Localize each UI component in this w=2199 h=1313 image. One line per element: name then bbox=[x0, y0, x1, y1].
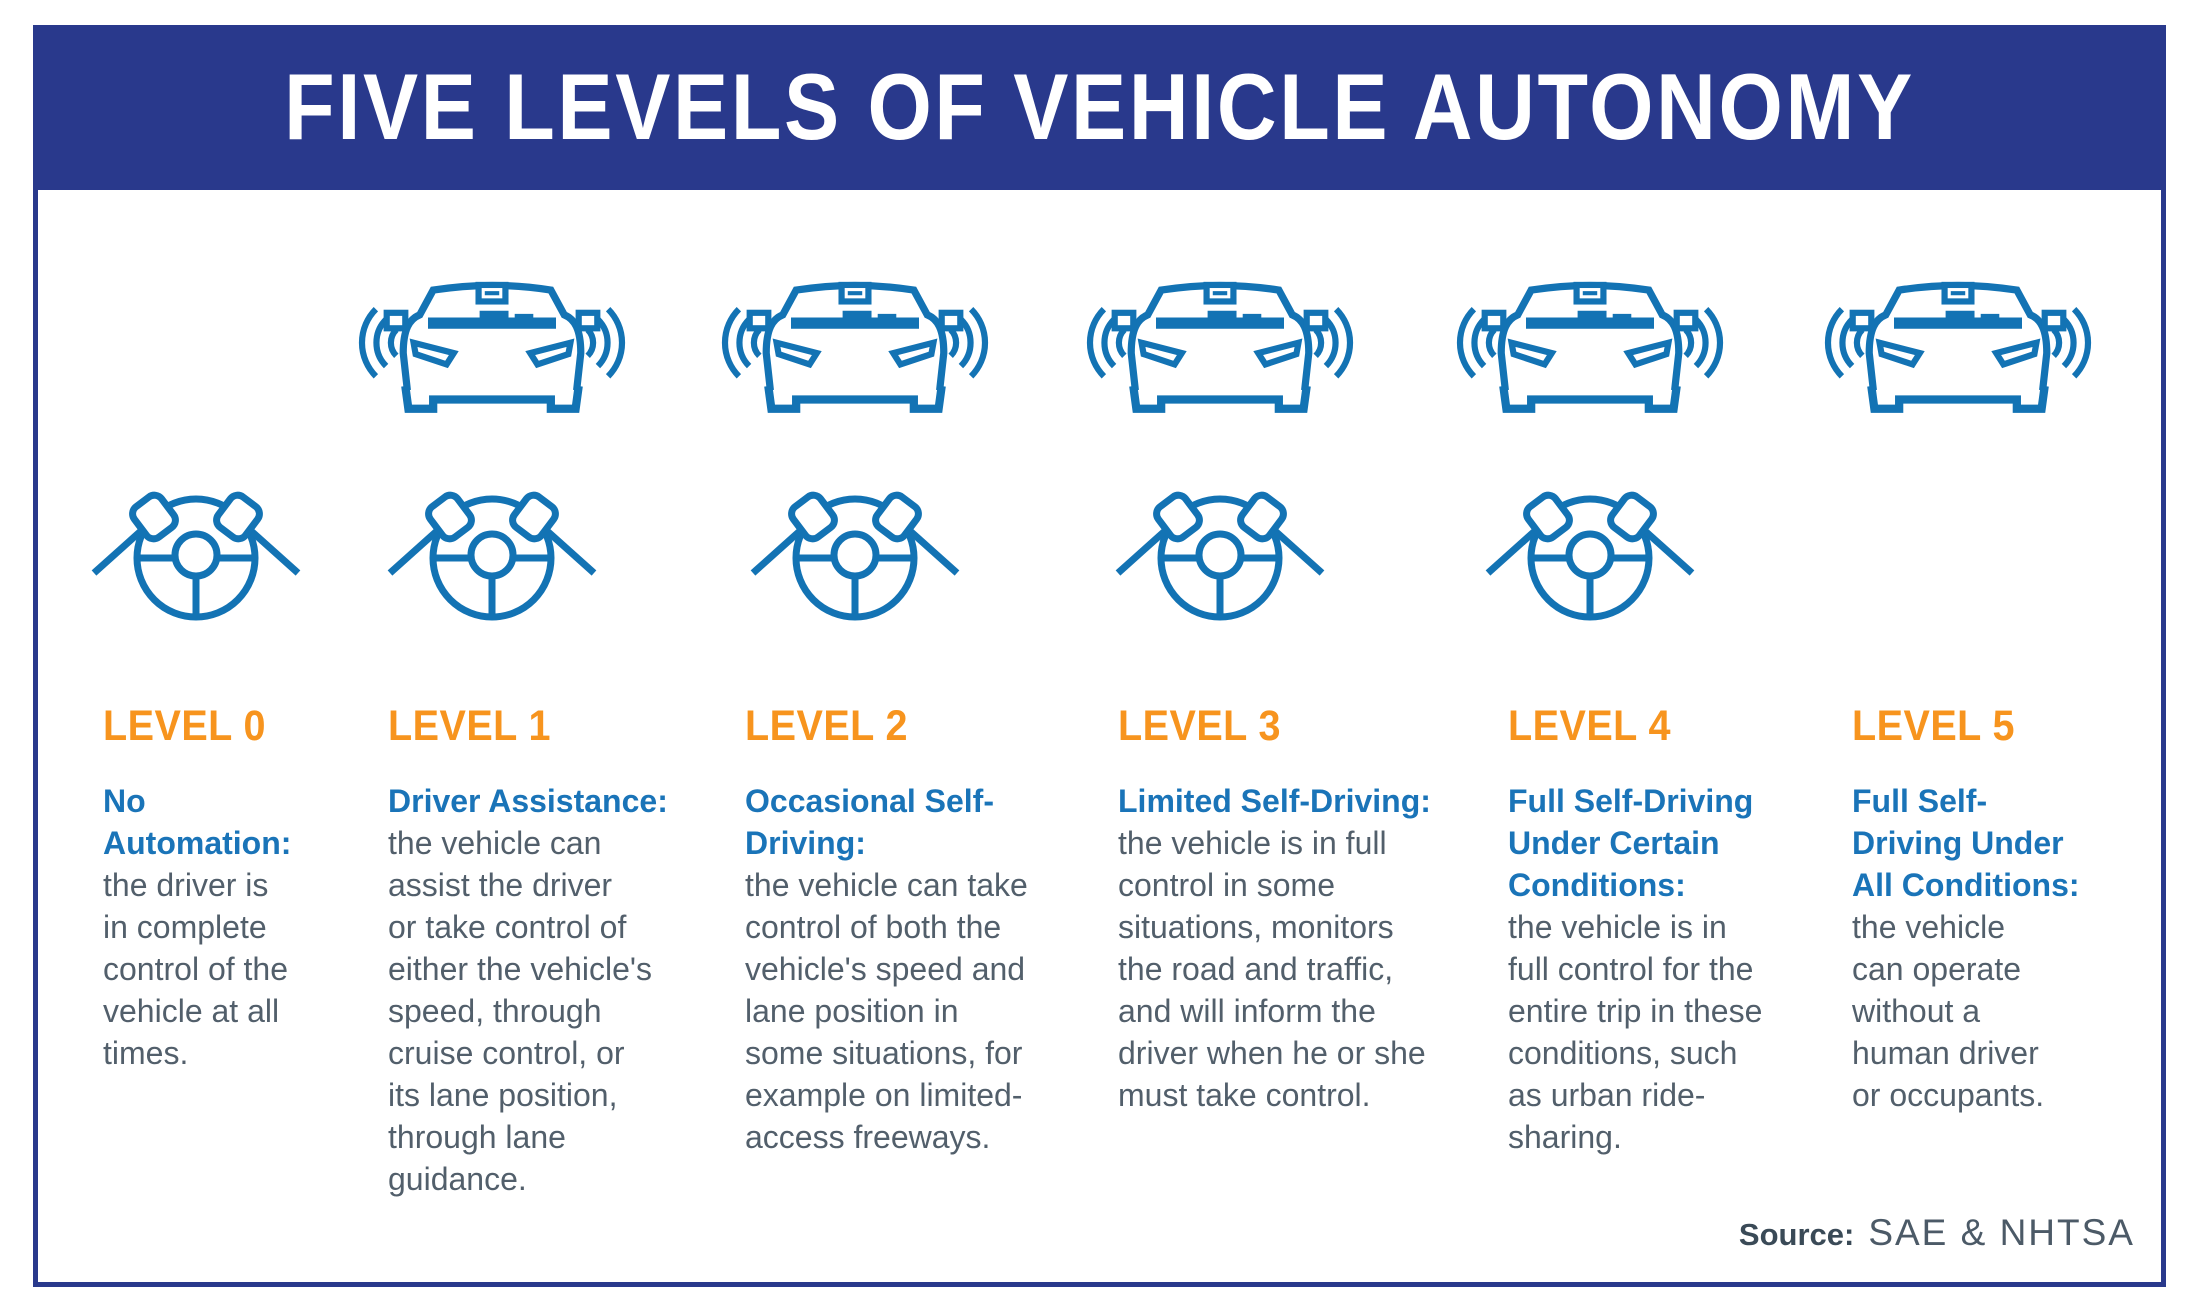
steering-wheel-hands-icon bbox=[86, 476, 306, 631]
level-title: Full Self- Driving Under All Conditions: bbox=[1852, 783, 2080, 903]
level-description: the vehicle is in full control for the e… bbox=[1508, 909, 1763, 1155]
source-note: Source: SAE & NHTSA bbox=[1739, 1212, 2135, 1254]
steering-wheel-hands-icon bbox=[1480, 476, 1700, 631]
level-column-2: LEVEL 2 Occasional Self- Driving: the ve… bbox=[745, 705, 1105, 1158]
level-title: Full Self-Driving Under Certain Conditio… bbox=[1508, 783, 1754, 903]
car-with-sensors-icon bbox=[700, 255, 1010, 415]
car-with-sensors-icon bbox=[1065, 255, 1375, 415]
level-description: the vehicle is in full control in some s… bbox=[1118, 825, 1426, 1113]
car-with-sensors-icon bbox=[1803, 255, 2113, 415]
header-banner: FIVE LEVELS OF VEHICLE AUTONOMY bbox=[38, 30, 2161, 190]
level-heading: LEVEL 3 bbox=[1118, 702, 1281, 750]
level-column-5: LEVEL 5 Full Self- Driving Under All Con… bbox=[1852, 705, 2122, 1116]
steering-wheel-hands-icon bbox=[745, 476, 965, 631]
level-description: the vehicle can take control of both the… bbox=[745, 867, 1028, 1155]
level-heading: LEVEL 2 bbox=[745, 702, 908, 750]
level-column-3: LEVEL 3 Limited Self-Driving: the vehicl… bbox=[1118, 705, 1508, 1116]
level-title: Driver Assistance: bbox=[388, 783, 668, 819]
level-heading: LEVEL 5 bbox=[1852, 702, 2015, 750]
level-heading: LEVEL 1 bbox=[388, 702, 551, 750]
steering-wheel-hands-icon bbox=[1110, 476, 1330, 631]
level-title: Occasional Self- Driving: bbox=[745, 783, 994, 861]
source-label: Source: bbox=[1738, 1217, 1855, 1252]
level-heading: LEVEL 4 bbox=[1508, 702, 1671, 750]
level-title: No Automation: bbox=[103, 783, 292, 861]
content-frame-border bbox=[33, 25, 2166, 1287]
infographic-title: FIVE LEVELS OF VEHICLE AUTONOMY bbox=[284, 54, 1915, 159]
level-description: the vehicle can operate without a human … bbox=[1852, 909, 2045, 1113]
level-column-4: LEVEL 4 Full Self-Driving Under Certain … bbox=[1508, 705, 1838, 1158]
level-description: the driver is in complete control of the… bbox=[103, 867, 288, 1071]
level-heading: LEVEL 0 bbox=[103, 702, 266, 750]
car-with-sensors-icon bbox=[1435, 255, 1745, 415]
source-value: SAE & NHTSA bbox=[1868, 1212, 2135, 1253]
steering-wheel-hands-icon bbox=[382, 476, 602, 631]
level-title: Limited Self-Driving: bbox=[1118, 783, 1431, 819]
level-column-1: LEVEL 1 Driver Assistance: the vehicle c… bbox=[388, 705, 728, 1200]
level-column-0: LEVEL 0 No Automation: the driver is in … bbox=[103, 705, 363, 1074]
car-with-sensors-icon bbox=[337, 255, 647, 415]
level-description: the vehicle can assist the driver or tak… bbox=[388, 825, 653, 1197]
